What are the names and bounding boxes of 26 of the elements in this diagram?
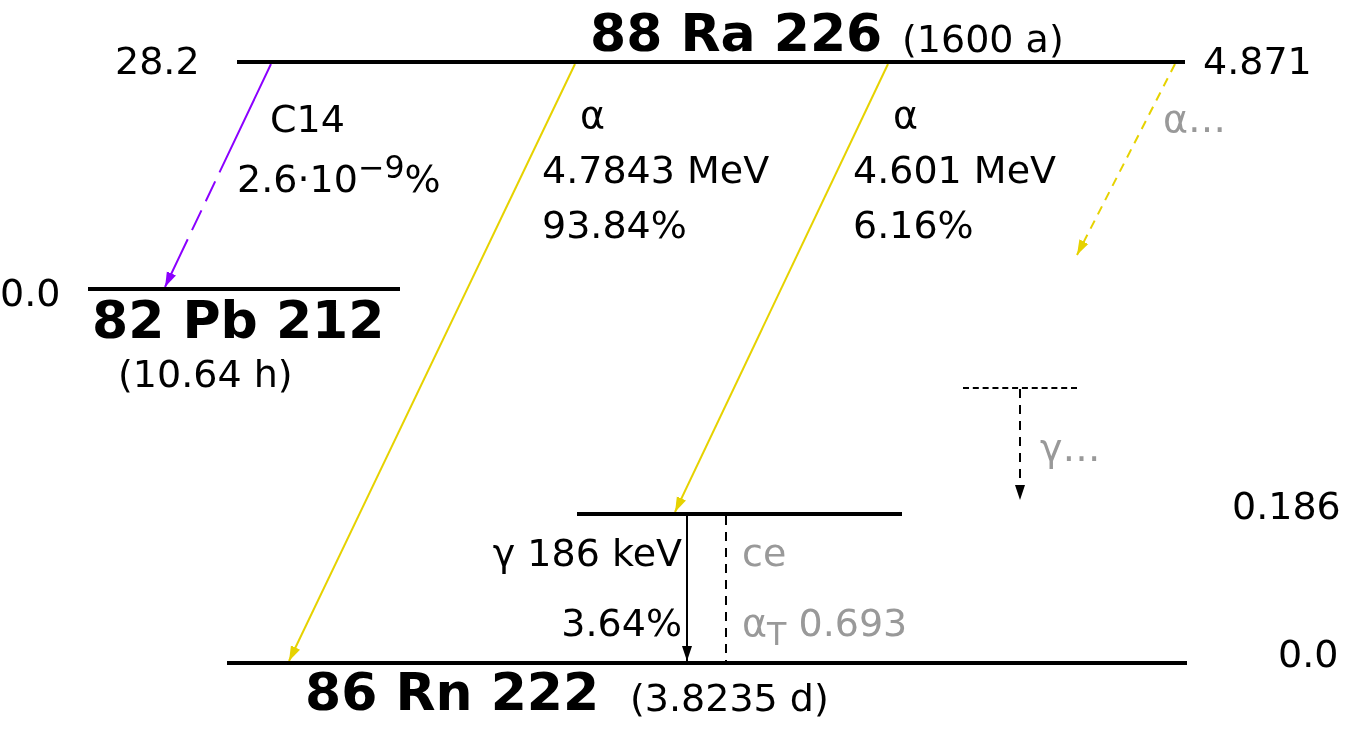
edge-label: C14 2.6·10$^{−9}$%	[237, 96, 441, 203]
edge-label: α 4.601 MeV 6.16%	[853, 92, 1057, 249]
energy-level	[577, 512, 902, 516]
decay-arrow	[682, 515, 692, 662]
half-life-label: (10.64 h)	[118, 353, 293, 397]
edge-label: γ 186 keV 3.64%	[491, 530, 682, 647]
edge-label: α 4.7843 MeV 93.84%	[542, 92, 770, 249]
half-life-label: (1600 a)	[902, 18, 1064, 62]
edge-label: γ…	[1040, 425, 1101, 472]
decay-arrow	[674, 63, 889, 513]
decay-arrow	[1015, 388, 1025, 501]
nuclide-label: 82 Pb 212	[92, 291, 385, 351]
energy-value: 0.186	[1232, 485, 1341, 529]
energy-value: 0.0	[0, 272, 61, 316]
edge-label: ce α$_{T}$ 0.693	[742, 530, 908, 654]
energy-value: 0.0	[1278, 633, 1339, 677]
energy-value: 4.871	[1203, 40, 1312, 84]
energy-value: 28.2	[115, 40, 200, 84]
half-life-label: (3.8235 d)	[630, 677, 829, 721]
transition-line	[725, 515, 727, 662]
decay-arrow	[164, 63, 272, 288]
decay-arrow	[288, 63, 576, 662]
decay-arrow	[1076, 63, 1176, 256]
nuclide-label: 88 Ra 226	[590, 4, 883, 64]
nuclide-label: 86 Rn 222	[305, 663, 600, 723]
edge-label: α…	[1163, 96, 1227, 143]
